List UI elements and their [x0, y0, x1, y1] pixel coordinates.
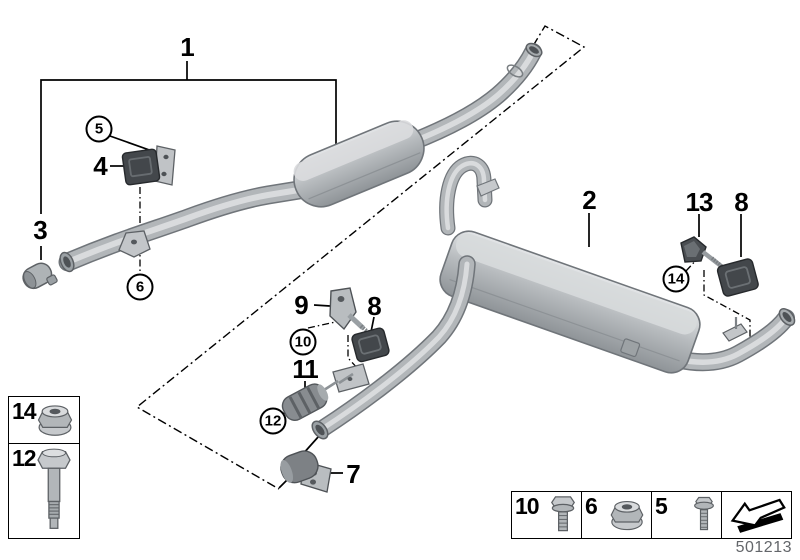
legend-cell-nut-6[interactable]: 6 [581, 492, 651, 538]
inset-row-nut[interactable]: 14 [9, 397, 79, 443]
shoulder-bolt-icon [37, 448, 71, 529]
legend-label-6: 6 [585, 493, 598, 519]
callout-front-assembly[interactable]: 1 [180, 32, 195, 62]
inset-label-12: 12 [12, 445, 37, 471]
front-pipe-tip-end [525, 42, 543, 58]
callout-front-rubber-mount[interactable]: 4 [93, 151, 108, 181]
tailpipe-hanger-tab [722, 317, 748, 342]
callout-bracket-mid[interactable]: 9 [294, 290, 309, 320]
hex-bolt-icon [550, 496, 576, 532]
callout-rear-assembly[interactable]: 2 [582, 185, 597, 215]
callout-clamp[interactable]: 3 [33, 215, 48, 245]
front-pipe-bracket [118, 230, 151, 258]
callout-bolt-mid-circled[interactable]: 10 [289, 328, 317, 356]
flange-nut-icon [610, 501, 644, 531]
vibration-bush [281, 383, 329, 421]
rubber-mount-mid [351, 327, 390, 363]
section-boundary-cutline [135, 25, 586, 490]
front-rubber-mount-assembly [121, 145, 176, 186]
legend-cell-bolt-10[interactable]: 10 [512, 492, 581, 538]
front-pipe-open-end [59, 251, 75, 273]
legend-cell-direction[interactable] [721, 492, 791, 538]
rear-inlet-pipe [313, 255, 476, 438]
callout-bracket-rear[interactable]: 13 [685, 187, 714, 217]
callout-rubber-mount-mid[interactable]: 8 [367, 291, 382, 321]
callout-vibration-damper[interactable]: 7 [346, 459, 361, 489]
inset-label-14: 14 [12, 398, 37, 424]
legend-label-5: 5 [655, 493, 668, 519]
front-pipe-to-tip [403, 43, 542, 151]
rear-silencer-top-tab [476, 178, 500, 197]
rubber-mount-rear [716, 258, 759, 297]
torx-screw-icon [694, 496, 714, 531]
pipe-clamp [22, 262, 58, 290]
legend-cell-screw-5[interactable]: 5 [651, 492, 721, 538]
rear-silencer [439, 230, 701, 374]
legend-label-10: 10 [515, 493, 540, 519]
fastener-legend-strip: 10 6 5 [511, 491, 792, 539]
callout-nut-front-circled[interactable]: 6 [126, 273, 154, 301]
tailpipe-tip-end [778, 308, 796, 326]
rear-pipe-bracket-plate [323, 363, 370, 393]
direction-arrow-icon [730, 498, 786, 533]
inset-box-fasteners-left: 14 12 [8, 396, 80, 539]
rear-overaxle-hook-pipe [439, 155, 493, 236]
callout-nut-rear-circled[interactable]: 14 [662, 265, 690, 293]
hanger-bracket-mid [329, 287, 371, 335]
drawing-number: 501213 [735, 539, 792, 556]
rear-inlet-pipe-open-end [311, 420, 329, 440]
callout-bush-mid[interactable]: 11 [292, 354, 318, 384]
front-pipe [58, 179, 315, 272]
callout-screw-front-circled[interactable]: 5 [85, 115, 113, 143]
callout-rubber-mount-rear[interactable]: 8 [734, 187, 749, 217]
flange-nut-icon [37, 405, 73, 436]
vibration-damper [280, 450, 332, 493]
hanger-bracket-rear [680, 236, 726, 270]
callout-bush-bolt-circled[interactable]: 12 [259, 407, 287, 435]
inset-row-bolt[interactable]: 12 [9, 443, 79, 536]
front-silencer [293, 120, 425, 208]
